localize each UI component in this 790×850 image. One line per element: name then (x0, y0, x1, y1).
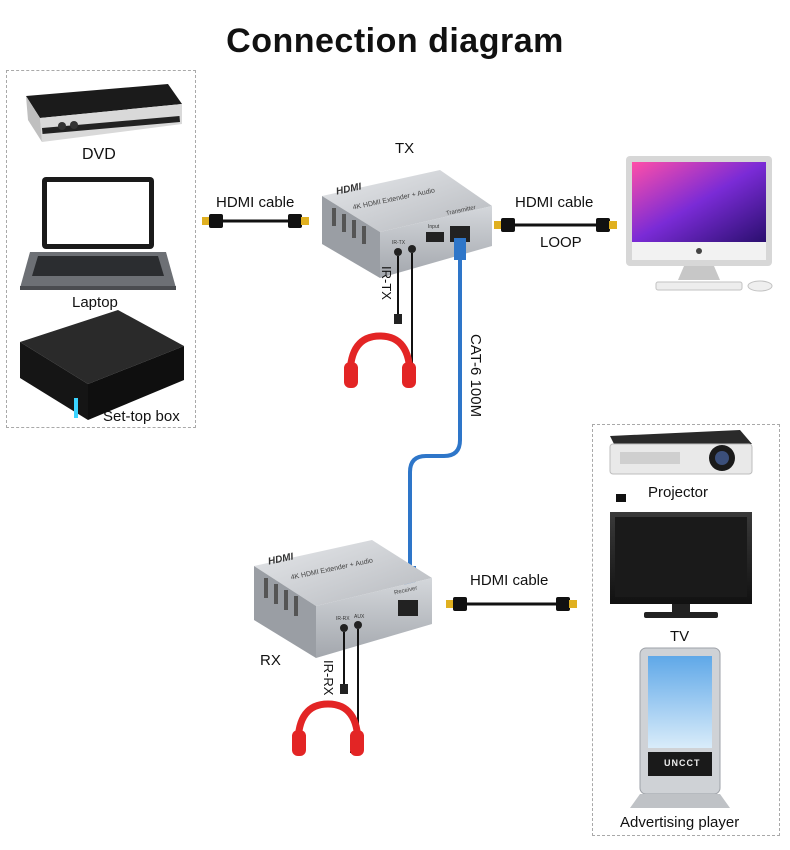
hdmi-cable-input (202, 214, 309, 228)
hdmi-cable-loop (494, 218, 617, 232)
dvd-player-icon (26, 84, 182, 142)
cat6-cable (404, 238, 466, 588)
set-top-box-icon (20, 310, 184, 420)
cat6-cable-label: CAT-6 100M (467, 334, 484, 418)
tx-headphone-icon (344, 332, 416, 388)
ir-rx-cable (340, 632, 348, 694)
rx-port-ir-mark: IR-RX (336, 616, 350, 622)
laptop-icon (20, 177, 176, 290)
rx-port-aux-mark: AUX (354, 614, 365, 620)
ir-tx-label: IR-TX (379, 266, 394, 300)
tx-label: TX (395, 140, 415, 157)
tx-port-ir-mark: IR-TX (392, 240, 406, 246)
tv-label: TV (670, 628, 690, 645)
ir-rx-label: IR-RX (321, 660, 336, 696)
source-devices-box (6, 70, 196, 428)
projector-icon (609, 430, 753, 502)
hdmi-cable-input-label: HDMI cable (216, 194, 295, 211)
loop-label: LOOP (540, 234, 582, 251)
hdmi-cable-output-label: HDMI cable (470, 572, 549, 589)
player-brand-mark: UNCCT (664, 758, 701, 768)
display-devices-box (592, 424, 780, 836)
hdmi-cable-output (446, 597, 577, 611)
dvd-label: DVD (82, 146, 116, 163)
rx-headphone-icon (292, 700, 364, 756)
projector-label: Projector (648, 484, 709, 501)
set-top-box-label: Set-top box (103, 408, 180, 425)
tv-icon (610, 512, 752, 618)
advertising-player-label: Advertising player (620, 814, 740, 831)
monitor-icon (626, 156, 773, 292)
ir-tx-cable (394, 256, 402, 324)
diagram-title: Connection diagram (226, 22, 564, 60)
hdmi-cable-loop-label: HDMI cable (515, 194, 594, 211)
tx-port-hdmi-mark: Input (428, 224, 440, 230)
advertising-player-icon (630, 647, 730, 808)
rx-label: RX (260, 652, 281, 669)
laptop-label: Laptop (72, 294, 118, 311)
